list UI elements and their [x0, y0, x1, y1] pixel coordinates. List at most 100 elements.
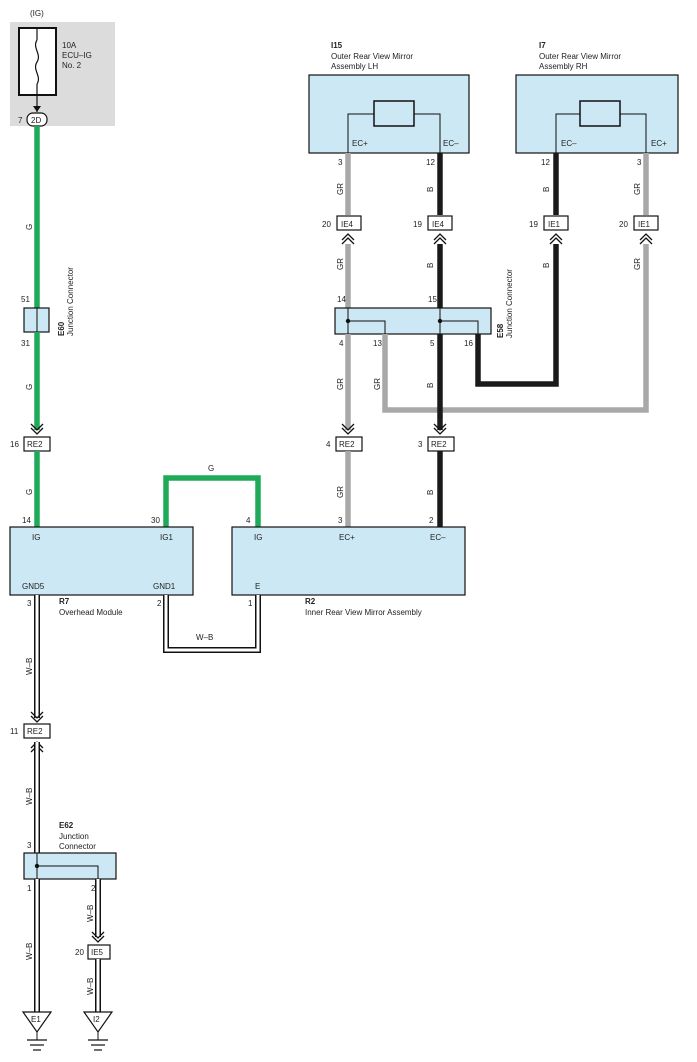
wire-label-gr: GR	[336, 378, 345, 390]
ie4-b-pin: 19	[413, 220, 422, 229]
e60-pin-top: 51	[21, 295, 30, 304]
e62-pin-2: 2	[91, 884, 96, 893]
ground-i2-label: I2	[93, 1015, 100, 1024]
fuse-element	[34, 39, 40, 85]
wire-label-wb: W–B	[25, 943, 34, 960]
connector-arrow-icon	[639, 233, 653, 245]
fuse-connector-label: 2D	[31, 116, 41, 125]
wire-label-g: G	[25, 384, 34, 390]
r2-pin-1: 1	[248, 599, 253, 608]
wire-label-gr: GR	[633, 258, 642, 270]
r2-code: R2	[305, 597, 316, 606]
wire-label-b: B	[426, 383, 435, 388]
re2-c-label: RE2	[431, 440, 447, 449]
fuse-pin: 7	[18, 116, 23, 125]
i7-term-ecp: EC+	[651, 139, 667, 148]
ground-icon	[21, 1011, 53, 1051]
re2-b-label: RE2	[339, 440, 355, 449]
i15-term-ecm: EC–	[443, 139, 459, 148]
ie1-b-label: IE1	[638, 220, 651, 229]
i7-name-2: Assembly RH	[539, 62, 588, 71]
r2-term-ig: IG	[254, 533, 262, 542]
ie4-a-connector	[336, 215, 362, 231]
splice-dot	[34, 863, 40, 869]
r2-pin-4: 4	[246, 516, 251, 525]
e58-pin-16: 16	[464, 339, 473, 348]
i7-term-ecm: EC–	[561, 139, 577, 148]
ground-e1-label: E1	[31, 1015, 41, 1024]
ig-label: (IG)	[30, 9, 44, 18]
re2-b-pin: 4	[326, 440, 331, 449]
e58-code: E58	[496, 323, 505, 338]
re2-c-pin: 3	[418, 440, 423, 449]
ie5-label: IE5	[91, 948, 104, 957]
fuse-name-2: No. 2	[62, 61, 82, 70]
r2-name: Inner Rear View Mirror Assembly	[305, 608, 422, 617]
wire-label-gr: GR	[336, 486, 345, 498]
r2-pin-3: 3	[338, 516, 343, 525]
i15-pin-ecm: 12	[426, 158, 435, 167]
e58-pin-13: 13	[373, 339, 382, 348]
r7-pin-14: 14	[22, 516, 31, 525]
wire-label-wb: W–B	[196, 633, 213, 642]
wire-label-gr: GR	[336, 258, 345, 270]
i15-code: I15	[331, 41, 343, 50]
ground-icon	[82, 1011, 114, 1051]
ie1-a-connector	[543, 215, 569, 231]
r7-pin-2: 2	[157, 599, 162, 608]
r7-term-gnd1: GND1	[153, 582, 176, 591]
ie1-b-pin: 20	[619, 220, 628, 229]
re2-d-label: RE2	[27, 727, 43, 736]
re2-a-label: RE2	[27, 440, 43, 449]
wire-label-b: B	[542, 263, 551, 268]
r2-term-ecm: EC–	[430, 533, 446, 542]
connector-arrow-icon	[341, 233, 355, 245]
i15-name: Outer Rear View Mirror	[331, 52, 413, 61]
r7-term-ig: IG	[32, 533, 40, 542]
ie1-a-label: IE1	[548, 220, 561, 229]
e58-pin-4: 4	[339, 339, 344, 348]
wire-gr	[382, 244, 649, 413]
i7-pin-ecm: 12	[541, 158, 550, 167]
re2-a-pin: 16	[10, 440, 19, 449]
e58-pin-15: 15	[428, 295, 437, 304]
connector-arrow-icon	[341, 423, 355, 435]
e62-pin-1: 1	[27, 884, 32, 893]
wire-b	[475, 244, 559, 387]
connector-arrow-icon	[91, 931, 105, 943]
wire-label-b: B	[542, 187, 551, 192]
wire-label-b: B	[426, 490, 435, 495]
wire-label-b: B	[426, 263, 435, 268]
i7-code: I7	[539, 41, 546, 50]
fuse-name: ECU–IG	[62, 51, 92, 60]
connector-arrow-icon	[30, 423, 44, 435]
r2-term-ecp: EC+	[339, 533, 355, 542]
i7-name: Outer Rear View Mirror	[539, 52, 621, 61]
ie5-pin: 20	[75, 948, 84, 957]
connector-arrow-icon	[30, 711, 44, 723]
i7-pin-ecp: 3	[637, 158, 642, 167]
wire-g	[163, 475, 261, 527]
wire-label-wb: W–B	[86, 978, 95, 995]
r7-term-gnd5: GND5	[22, 582, 45, 591]
ie1-b-connector	[633, 215, 659, 231]
fuse-rating: 10A	[62, 41, 77, 50]
wire-label-g: G	[25, 489, 34, 495]
wire-label-g: G	[25, 224, 34, 230]
ie4-b-label: IE4	[432, 220, 445, 229]
e60-name: Junction Connector	[66, 267, 75, 336]
r7-code: R7	[59, 597, 70, 606]
wire-label-gr: GR	[373, 378, 382, 390]
i7-module	[515, 74, 679, 154]
e62-name-2: Connector	[59, 842, 96, 851]
r7-pin-3: 3	[27, 599, 32, 608]
i15-name-2: Assembly LH	[331, 62, 378, 71]
ie1-a-pin: 19	[529, 220, 538, 229]
i15-module	[308, 74, 470, 154]
e58-pin-14: 14	[337, 295, 346, 304]
wire-label-wb: W–B	[25, 658, 34, 675]
wire-label-gr: GR	[336, 183, 345, 195]
ie4-b-connector	[427, 215, 453, 231]
wire-label-wb: W–B	[86, 905, 95, 922]
